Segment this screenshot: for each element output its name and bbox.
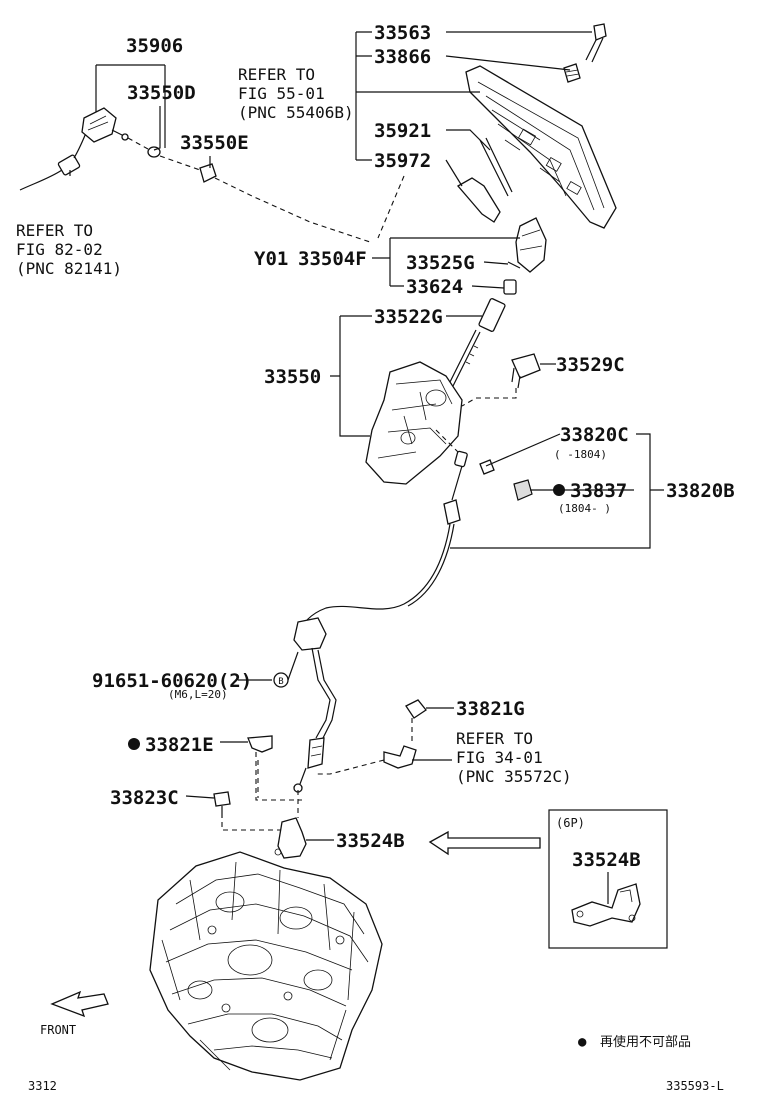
callout-bracket-knob — [372, 237, 520, 287]
ref34-line2: FIG 34-01 — [456, 748, 543, 767]
callout-leader-33525G — [483, 261, 509, 265]
footer-right-code: 335593-L — [666, 1079, 724, 1093]
legend-marker: ● — [578, 1034, 587, 1050]
ref55-line3: (PNC 55406B) — [238, 103, 354, 122]
label-33529C: 33529C — [556, 354, 625, 376]
footer-left-code: 3312 — [28, 1079, 57, 1093]
label-33522G: 33522G — [374, 306, 443, 328]
ref82-line1: REFER TO — [16, 221, 93, 240]
shift-lever-illustration — [365, 298, 541, 485]
inset-arrow — [428, 830, 541, 856]
callout-leader-33550D — [153, 106, 161, 151]
callout-leader-33624 — [471, 285, 505, 289]
label-33550D: 33550D — [127, 82, 196, 104]
non-reusable-marker-33837 — [553, 484, 565, 496]
inset-bracket-illustration — [571, 883, 641, 927]
ref55-line1: REFER TO — [238, 65, 315, 84]
callout-leader-33866 — [445, 55, 571, 71]
legend-text: 再使用不可部品 — [600, 1034, 691, 1050]
label-33866: 33866 — [374, 46, 431, 68]
ref55-line2: FIG 55-01 — [238, 84, 325, 103]
callout-leader-bolt-to-part — [287, 651, 299, 681]
inset-part-label: 33524B — [572, 849, 641, 871]
label-33821G: 33821G — [456, 698, 525, 720]
shift-cable-illustration — [293, 429, 533, 793]
label-33550E: 33550E — [180, 132, 249, 154]
bolt-symbol-letter: B — [278, 677, 283, 687]
callout-bracket-33550 — [330, 315, 372, 437]
label-33624: 33624 — [406, 276, 463, 298]
label-33525G: 33525G — [406, 252, 475, 274]
callout-leader-33823C — [185, 795, 215, 799]
ref34-line1: REFER TO — [456, 729, 533, 748]
label-33820B: 33820B — [666, 480, 735, 502]
label-33820C-range: ( -1804) — [554, 448, 607, 461]
callout-bracket-33820B — [450, 433, 664, 549]
label-33524B: 33524B — [336, 830, 405, 852]
knob-dash-link — [377, 175, 405, 239]
label-33504F: 33504F — [298, 248, 367, 270]
label-35921: 35921 — [374, 120, 431, 142]
shift-panel-illustration — [456, 23, 617, 295]
label-bolt: 91651-60620(2) — [92, 670, 252, 692]
label-bolt-spec: (M6,L=20) — [168, 688, 228, 701]
label-33820C: 33820C — [560, 424, 629, 446]
label-33837: 33837 — [570, 480, 627, 502]
label-33823C: 33823C — [110, 787, 179, 809]
switch-assembly-illustration — [19, 107, 371, 243]
callout-leader-35906 — [95, 64, 166, 148]
front-label: FRONT — [40, 1023, 76, 1037]
label-33837-range: (1804- ) — [558, 502, 611, 515]
label-35906: 35906 — [126, 35, 183, 57]
label-33821E: 33821E — [145, 734, 214, 756]
callout-bracket-panel — [355, 31, 480, 161]
lower-brackets-illustration — [213, 699, 427, 859]
callout-leader-35921 — [446, 129, 491, 151]
inset-label: (6P) — [556, 816, 585, 830]
transaxle-illustration — [149, 851, 383, 1081]
ref82-line3: (PNC 82141) — [16, 259, 122, 278]
non-reusable-marker-33821E — [128, 738, 140, 750]
front-arrow-icon — [50, 990, 109, 1018]
label-33550: 33550 — [264, 366, 321, 388]
ref34-line3: (PNC 35572C) — [456, 767, 572, 786]
label-35972: 35972 — [374, 150, 431, 172]
callout-leader-35972 — [445, 159, 463, 187]
ref82-line2: FIG 82-02 — [16, 240, 103, 259]
label-y01: Y01 — [254, 248, 288, 270]
label-33563: 33563 — [374, 22, 431, 44]
